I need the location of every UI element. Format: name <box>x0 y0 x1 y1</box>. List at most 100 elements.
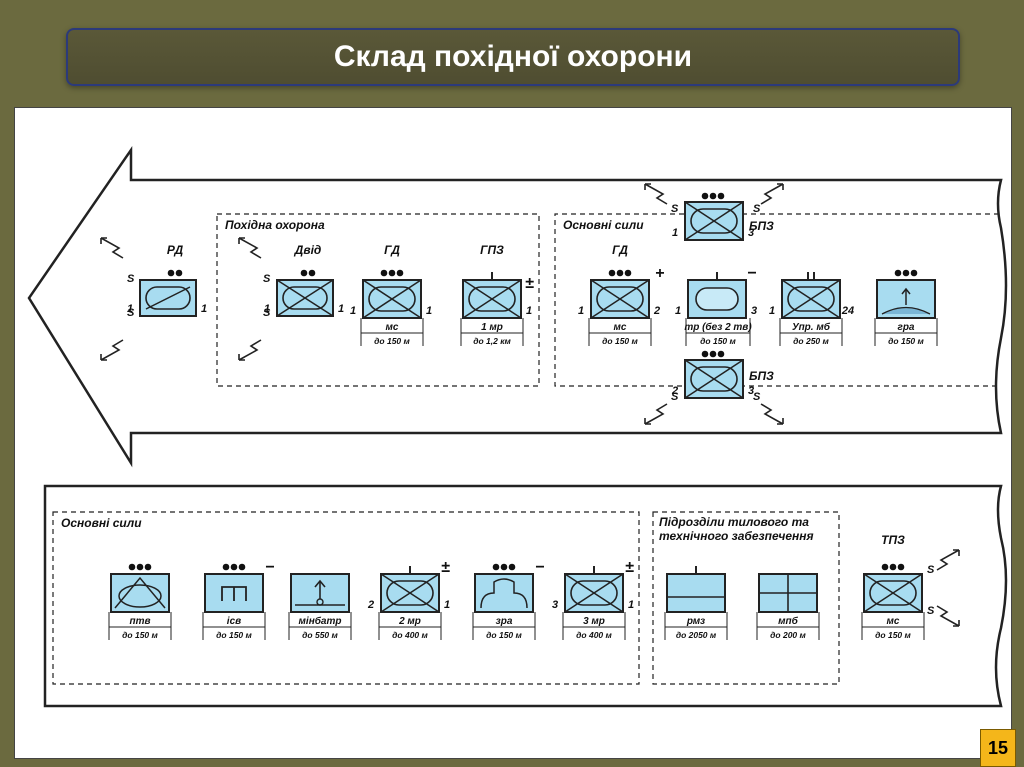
dot <box>144 563 152 571</box>
dot <box>881 563 889 571</box>
dvid-radio-up <box>238 237 262 259</box>
dot <box>902 269 910 277</box>
gpz-side-right: 1 <box>526 305 532 317</box>
gpz-sub-label: 1 мр <box>481 322 503 333</box>
track-oval <box>282 286 328 310</box>
dot <box>396 269 404 277</box>
bpz-top-s-left: S <box>671 203 679 215</box>
dot <box>380 269 388 277</box>
dot <box>167 269 175 277</box>
tpz-radio-down <box>936 605 960 627</box>
unit-frame <box>666 573 726 613</box>
cross-line <box>863 573 923 613</box>
tr-side-right: 3 <box>751 305 757 317</box>
arty-base <box>881 306 931 315</box>
rd-side-right: 1 <box>201 303 207 315</box>
upr-distance-label: до 250 м <box>793 336 829 346</box>
mpb-unit <box>758 573 818 613</box>
dot <box>709 350 717 358</box>
dot <box>300 269 308 277</box>
mr3-unit <box>564 573 624 613</box>
mr3-side-right: 1 <box>628 599 634 611</box>
rd-side-left: 1 <box>127 303 133 315</box>
track-oval <box>570 580 618 606</box>
tr-side-left: 1 <box>675 305 681 317</box>
dot <box>388 269 396 277</box>
bpz-top-dots <box>701 192 725 200</box>
arrowhead <box>238 237 245 244</box>
dvid-label: Двід <box>294 243 322 257</box>
ptv-unit <box>110 573 170 613</box>
minbatr-distance-label: до 550 м <box>302 630 338 640</box>
engineer-mark <box>221 586 247 601</box>
minbatr-sub-label: мінбатр <box>299 615 342 627</box>
tank-oval <box>695 287 739 311</box>
rd-label: РД <box>167 243 184 257</box>
ptv-distance-label: до 150 м <box>122 630 158 640</box>
upr-unit <box>781 279 841 319</box>
tr-unit <box>687 279 747 319</box>
bpz-bot-label: БПЗ <box>749 369 774 383</box>
mr2-sub-label: 2 мр <box>398 616 421 627</box>
tr-sub-label: тр (без 2 тв) <box>684 321 752 333</box>
track-oval <box>787 286 835 312</box>
cross-line <box>684 359 744 399</box>
tpz-radio-up <box>936 549 960 571</box>
mr2-unit <box>380 573 440 613</box>
bpz-bot-s-left: S <box>671 391 679 403</box>
gd2-unit <box>590 279 650 319</box>
cross-line <box>276 279 334 317</box>
cross-line <box>380 573 440 613</box>
tpz-distance-label: до 150 м <box>875 630 911 640</box>
isv-sub-label: ісв <box>227 616 241 627</box>
zra-dots <box>492 563 516 571</box>
gd1-distance-label: до 150 м <box>374 336 410 346</box>
rd-s-top: S <box>127 273 135 285</box>
track-oval <box>468 286 516 312</box>
arty-arrow <box>901 287 911 295</box>
dot <box>701 350 709 358</box>
ptv-sub-label: птв <box>129 616 150 627</box>
rd-dots <box>167 269 183 277</box>
bpz-bot-dots <box>701 350 725 358</box>
bpz-bot-radio-right <box>760 403 784 425</box>
gra-distance-label: до 150 м <box>888 336 924 346</box>
gpz-sign: ± <box>525 275 534 292</box>
isv-unit <box>204 573 264 613</box>
isv-sign: − <box>265 559 274 576</box>
bpz-top-unit <box>684 201 744 241</box>
title-bar: Склад похідної охорони <box>66 28 960 86</box>
arrowhead <box>953 620 960 627</box>
dot <box>889 563 897 571</box>
bpz-bot-side-right: 3 <box>748 385 754 397</box>
rd-s-bottom: S <box>127 307 135 319</box>
gpz-distance-label: до 1,2 км <box>473 336 511 346</box>
dot <box>222 563 230 571</box>
atgm-mark <box>114 576 166 609</box>
bpz-top-radio-right <box>760 183 784 205</box>
zra-sign: − <box>535 559 544 576</box>
mr3-distance-label: до 400 м <box>576 630 612 640</box>
dot <box>175 269 183 277</box>
arrowhead <box>644 183 651 190</box>
bpz-top-radio-left <box>644 183 668 205</box>
dvid-s-bottom: S <box>263 307 271 319</box>
dot <box>500 563 508 571</box>
march-guard-title: Похідна охорона <box>225 218 325 232</box>
gd1-side-left: 1 <box>350 305 356 317</box>
bpz-top-label: БПЗ <box>749 219 774 233</box>
dot <box>128 563 136 571</box>
ptv-dots <box>128 563 152 571</box>
march-guard-frame <box>216 213 540 387</box>
gpz-label: ГПЗ <box>480 243 504 257</box>
track-oval <box>690 366 738 392</box>
dot <box>624 269 632 277</box>
cross-line <box>781 279 841 319</box>
arrowhead <box>238 354 245 361</box>
track-oval <box>386 580 434 606</box>
dot <box>136 563 144 571</box>
arrowhead <box>777 183 784 190</box>
